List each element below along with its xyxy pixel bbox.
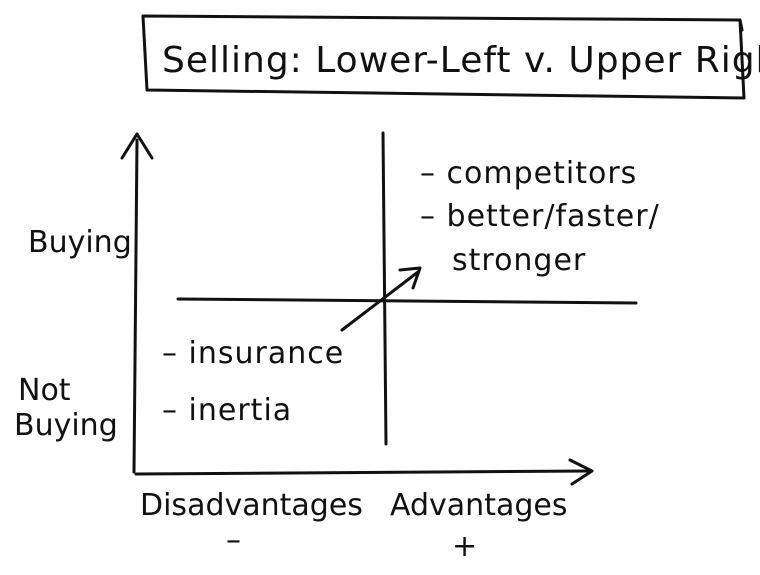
y-label-buying-bottom: Buying bbox=[14, 408, 118, 443]
list-item-competitors: – competitors bbox=[420, 156, 637, 191]
y-label-not: Not bbox=[18, 373, 71, 408]
x-label-advantages: Advantages bbox=[390, 488, 567, 523]
quadrant-dividers bbox=[176, 131, 638, 446]
x-axis-arrowhead bbox=[568, 458, 594, 486]
movement-arrow bbox=[340, 266, 422, 332]
title-box: Selling: Lower-Left v. Upper Right bbox=[141, 14, 760, 100]
upper-right-list: – competitors – better/faster/ stronger bbox=[420, 156, 660, 278]
title: Selling: Lower-Left v. Upper Right bbox=[162, 40, 760, 81]
list-item-better-faster: – better/faster/ bbox=[420, 199, 660, 234]
list-item-insurance: – insurance bbox=[162, 336, 344, 371]
y-axis-arrowhead bbox=[120, 132, 154, 160]
y-label-buying: Buying bbox=[28, 225, 132, 260]
vertical-divider bbox=[381, 131, 388, 446]
x-sign-minus: – bbox=[226, 523, 241, 558]
x-sign-plus: + bbox=[452, 529, 477, 564]
lower-left-list: – insurance – inertia bbox=[162, 336, 344, 428]
horizontal-divider bbox=[176, 297, 638, 305]
x-axis bbox=[134, 469, 592, 476]
list-item-inertia: – inertia bbox=[162, 393, 292, 428]
axes bbox=[120, 132, 594, 486]
list-item-stronger: stronger bbox=[452, 243, 586, 278]
y-axis bbox=[132, 138, 139, 474]
x-label-disadvantages: Disadvantages bbox=[140, 488, 363, 523]
